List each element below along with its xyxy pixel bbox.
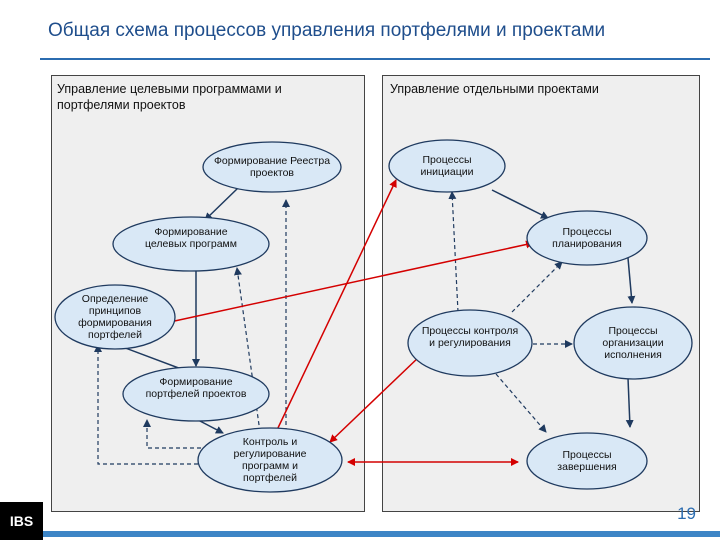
dashed-control-to-principles [94, 344, 212, 465]
ibs-logo: IBS [0, 502, 43, 540]
node-principles [54, 284, 176, 350]
node-completion [526, 432, 648, 490]
node-portfolios [122, 366, 270, 422]
node-proj-control [407, 309, 533, 377]
node-registry [202, 141, 342, 193]
red-principles-to-planning [169, 240, 534, 323]
node-targets [112, 216, 270, 272]
page-number: 19 [677, 504, 696, 523]
red-control-to-initiation [276, 179, 397, 431]
arrow-execution-to-completion [625, 377, 634, 428]
title-divider [40, 58, 710, 60]
dashed-control-to-completion [495, 373, 547, 433]
footer-accent-bar [43, 531, 720, 537]
node-execution [573, 306, 693, 380]
panel-right-title: Управление отдельными проектами [390, 82, 599, 96]
dashed-control-to-initiation [448, 191, 459, 313]
arrow-registry-to-targets [204, 187, 239, 221]
panel-left-title: Управление целевыми программами и портфе… [57, 82, 282, 112]
arrow-portfolios-to-control [197, 419, 224, 434]
arrow-initiation-to-planning [491, 189, 549, 219]
node-planning [526, 210, 648, 266]
slide-title: Общая схема процессов управления портфел… [48, 20, 606, 41]
arrow-planning-to-execution [627, 257, 636, 304]
node-initiation [388, 139, 506, 193]
red-control-to-proj-control [329, 355, 421, 443]
dashed-control-to-planning [511, 261, 563, 313]
dashed-control-to-portfolios [143, 419, 215, 449]
node-program-control [197, 427, 343, 493]
